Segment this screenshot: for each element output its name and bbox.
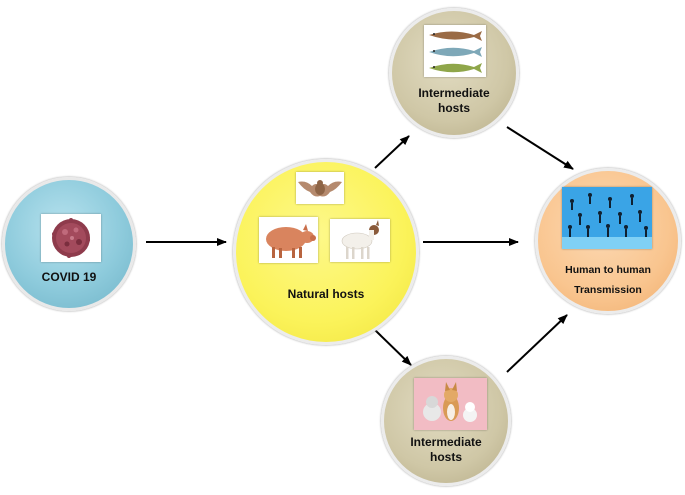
arrow-natural-to-intermediate-top (374, 135, 410, 169)
intermediate-hosts-top-line2: hosts (437, 101, 470, 115)
arrow-natural-to-intermediate-bottom (374, 329, 412, 366)
virus-image (41, 214, 101, 262)
intermediate-hosts-bottom-line2: hosts (429, 450, 462, 464)
natural-hosts-node: Natural hosts (233, 159, 419, 345)
intermediate-hosts-top-line1: Intermediate (418, 86, 490, 100)
arrow-intermediate-bottom-to-human (506, 314, 568, 373)
intermediate-hosts-bottom-node: Intermediate hosts (381, 356, 511, 486)
intermediate-hosts-top-node: Intermediate hosts (389, 8, 519, 138)
human-transmission-line1: Human to human (565, 264, 651, 276)
intermediate-hosts-bottom-line1: Intermediate (410, 435, 482, 449)
crowd-image (562, 187, 652, 249)
covid-node: COVID 19 (2, 177, 136, 311)
intermediate-hosts-bottom-label: Intermediate hosts (384, 435, 508, 465)
pig-image (259, 217, 318, 263)
intermediate-hosts-top-label: Intermediate hosts (392, 86, 516, 116)
human-transmission-line2: Transmission (574, 283, 642, 296)
arrow-intermediate-top-to-human (506, 126, 574, 170)
human-transmission-node: Human to human Transmission (535, 168, 681, 314)
covid-label: COVID 19 (41, 270, 97, 284)
human-transmission-label: Human to human Transmission (538, 261, 678, 301)
goat-image (330, 219, 390, 262)
natural-hosts-label: Natural hosts (287, 287, 365, 301)
pets-image (414, 378, 487, 430)
bat-image (296, 172, 344, 204)
fish-image (424, 25, 486, 77)
